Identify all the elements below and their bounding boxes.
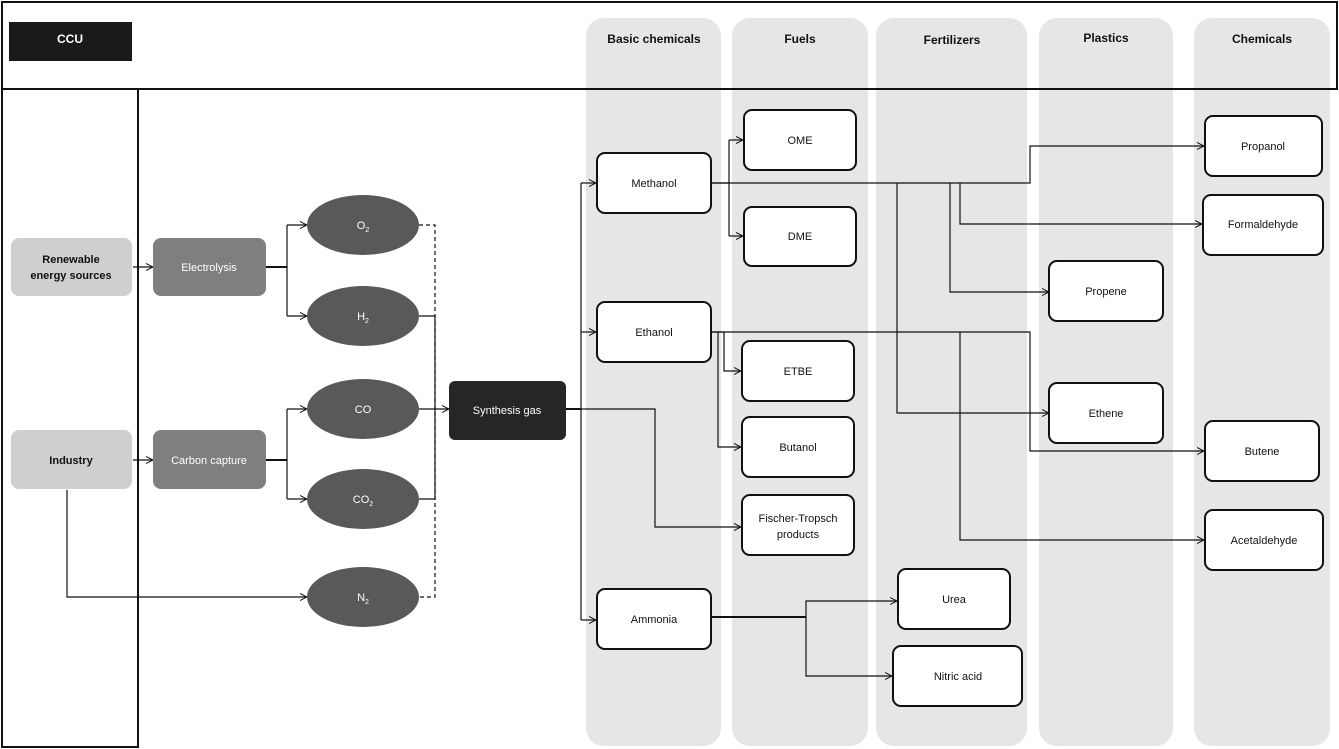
co2-label: CO2 — [353, 494, 374, 508]
fischer-tropsch-label-line1: Fischer-Tropsch — [758, 513, 837, 525]
ome-box — [743, 109, 857, 171]
industry-label: Industry — [49, 455, 93, 467]
ethanol-label: Ethanol — [635, 327, 672, 339]
product-boxes — [596, 109, 1324, 707]
connectors — [66, 140, 1204, 676]
column-header-fertilizers: Fertilizers — [924, 33, 981, 47]
electrolysis-label: Electrolysis — [181, 262, 237, 274]
o2-ellipse — [307, 195, 419, 255]
nitric-acid-label: Nitric acid — [934, 671, 982, 683]
ccu-label: CCU — [57, 32, 83, 46]
n2-ellipse — [307, 567, 419, 627]
electrolysis-box — [153, 238, 266, 296]
dme-label: DME — [788, 231, 812, 243]
methanol-box — [596, 152, 712, 214]
co-ellipse — [307, 379, 419, 439]
fischer-tropsch-box — [741, 494, 855, 556]
etbe-box — [741, 340, 855, 402]
ammonia-box — [596, 588, 712, 650]
butene-box — [1204, 420, 1320, 482]
o2-label: O2 — [357, 220, 370, 234]
renewable-energy-label-line2: energy sources — [30, 270, 111, 282]
ome-label: OME — [787, 135, 812, 147]
column-header-chemicals: Chemicals — [1232, 32, 1292, 46]
column-bg-fertilizers — [876, 18, 1027, 746]
ethanol-box — [596, 301, 712, 363]
formaldehyde-box — [1202, 194, 1324, 256]
renewable-energy-box — [11, 238, 132, 296]
acetaldehyde-box — [1204, 509, 1324, 571]
renewable-energy-label-line1: Renewable — [42, 254, 99, 266]
butanol-box — [741, 416, 855, 478]
synthesis-gas-box — [449, 381, 566, 440]
etbe-label: ETBE — [784, 366, 813, 378]
carbon-capture-box — [153, 430, 266, 489]
ccu-label-box — [9, 22, 132, 61]
h2-ellipse — [307, 286, 419, 346]
h2-label: H2 — [357, 311, 369, 325]
propene-box — [1048, 260, 1164, 322]
column-header-fuels: Fuels — [784, 32, 816, 46]
nitric-acid-box — [892, 645, 1023, 707]
propanol-box — [1204, 115, 1323, 177]
dme-box — [743, 206, 857, 267]
ethene-box — [1048, 382, 1164, 444]
ethene-label: Ethene — [1089, 408, 1124, 420]
co2-ellipse — [307, 469, 419, 529]
column-header-basic-chemicals: Basic chemicals — [607, 32, 701, 46]
industry-box — [11, 430, 132, 489]
propene-label: Propene — [1085, 286, 1127, 298]
butene-label: Butene — [1245, 446, 1280, 458]
urea-box — [897, 568, 1011, 630]
butanol-label: Butanol — [779, 442, 816, 454]
synthesis-gas-label: Synthesis gas — [473, 405, 542, 417]
urea-label: Urea — [942, 594, 967, 606]
methanol-label: Methanol — [631, 178, 676, 190]
ammonia-label: Ammonia — [631, 614, 678, 626]
propanol-label: Propanol — [1241, 141, 1285, 153]
column-header-plastics: Plastics — [1083, 31, 1129, 45]
carbon-capture-label: Carbon capture — [171, 455, 247, 467]
co-label: CO — [355, 404, 372, 416]
acetaldehyde-label: Acetaldehyde — [1231, 535, 1298, 547]
fischer-tropsch-label-line2: products — [777, 529, 820, 541]
formaldehyde-label: Formaldehyde — [1228, 219, 1298, 231]
n2-label: N2 — [357, 592, 369, 606]
